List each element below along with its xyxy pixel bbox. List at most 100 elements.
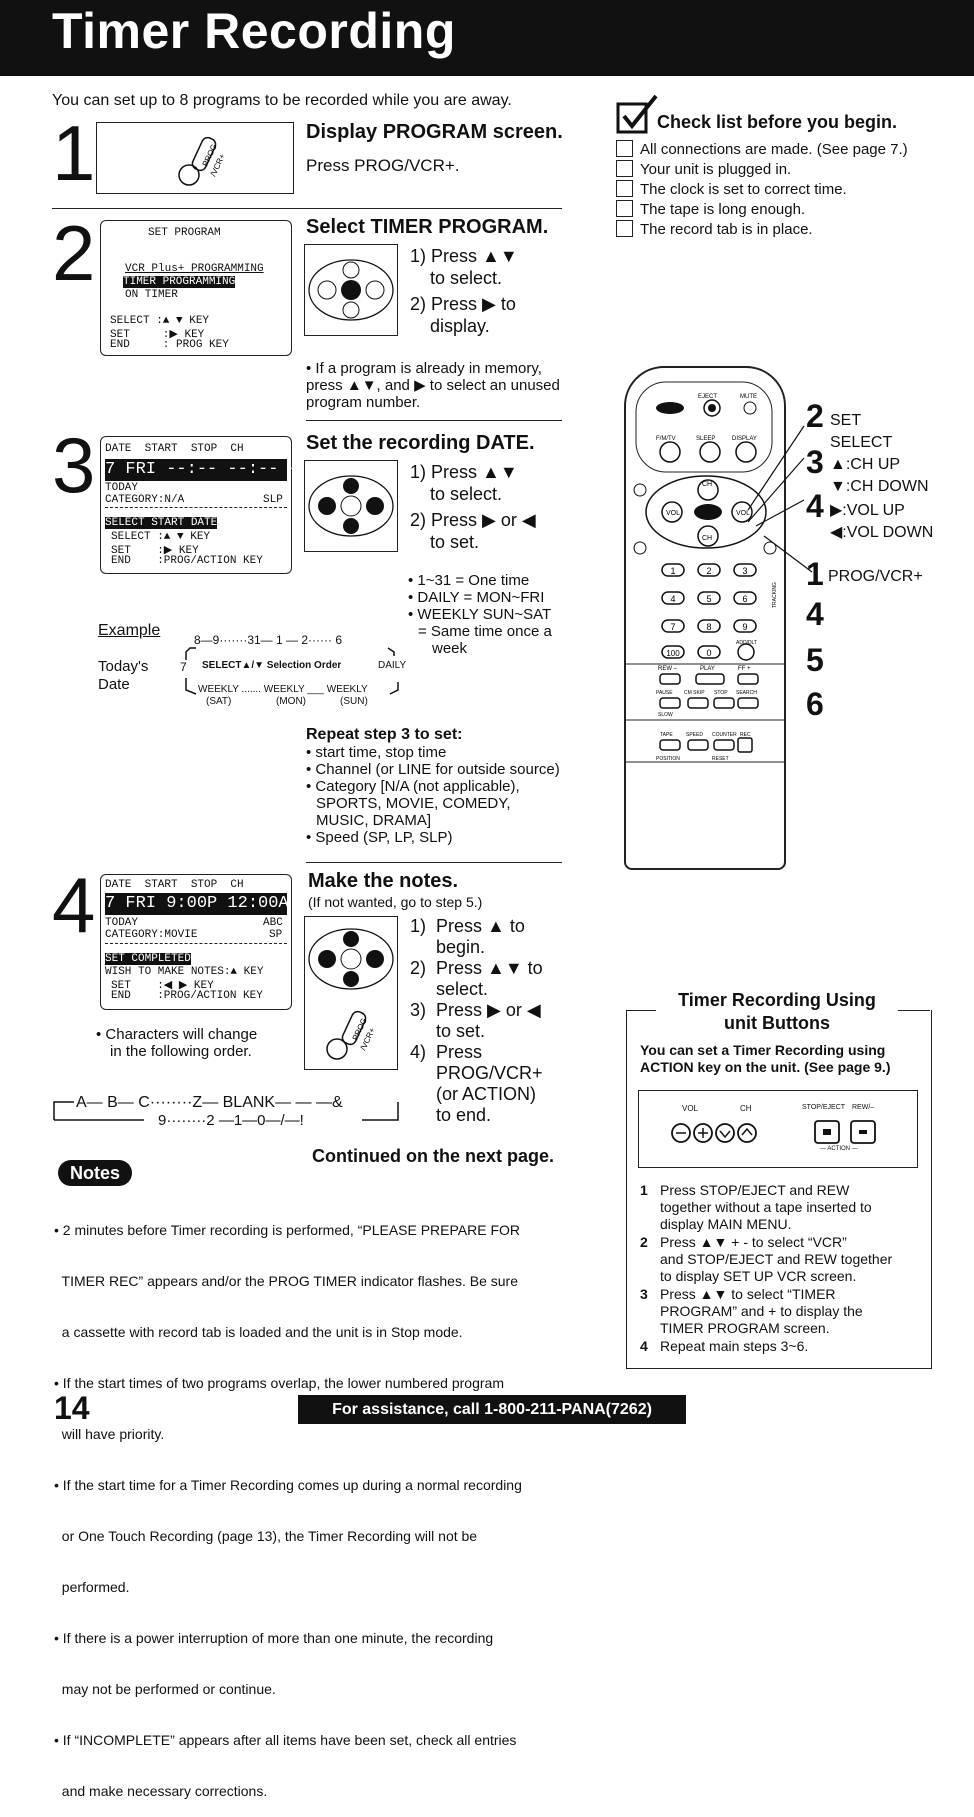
- checkmark-icon: [616, 94, 658, 134]
- date-option: • WEEKLY SUN~SAT: [408, 606, 552, 623]
- callout-lines: [747, 425, 813, 573]
- svg-text:1: 1: [670, 566, 675, 576]
- date-option: • DAILY = MON~FRI: [408, 589, 545, 606]
- note-line: performed.: [54, 1579, 130, 1595]
- screen-header: DATE START STOP CH: [105, 443, 244, 455]
- screen-today: TODAY: [105, 917, 139, 929]
- svg-text:DISPLAY: DISPLAY: [732, 436, 757, 442]
- step-2-instruction: display.: [430, 316, 490, 336]
- note-line: or One Touch Recording (page 13), the Ti…: [54, 1528, 478, 1544]
- unit-step-marker: 3: [640, 1286, 648, 1302]
- date-option: week: [432, 640, 468, 657]
- divider: [52, 208, 562, 209]
- screen-today: TODAY: [105, 482, 139, 494]
- unit-box-title: unit Buttons: [724, 1013, 830, 1033]
- step-4-instruction: to set.: [436, 1021, 486, 1041]
- screen-option-selected: TIMER PROGRAMMING: [123, 276, 236, 288]
- screen-speed: SLP: [263, 494, 283, 506]
- unit-step-text: TIMER PROGRAM screen.: [660, 1320, 830, 1336]
- svg-text:7: 7: [670, 622, 675, 632]
- unit-box-desc: ACTION key on the unit. (See page 9.): [640, 1059, 891, 1075]
- page-title: Timer Recording: [52, 3, 456, 59]
- step-4-instruction: 3) Press ▶ or ◀: [410, 1000, 541, 1020]
- checklist-item[interactable]: The clock is set to correct time.: [616, 180, 908, 200]
- unit-label-vol: VOL: [682, 1104, 699, 1113]
- step-3-number: 3: [52, 421, 96, 509]
- svg-text:9: 9: [742, 622, 747, 632]
- remote-label-set: SET: [830, 412, 862, 429]
- svg-text:MUTE: MUTE: [740, 394, 757, 400]
- step-2-instruction: 1) Press ▲▼: [410, 246, 518, 266]
- remote-step-2: 2: [806, 398, 824, 434]
- repeat-item: • Channel (or LINE for outside source): [306, 761, 560, 778]
- footer-bar: For assistance, call 1-800-211-PANA(7262…: [298, 1395, 686, 1424]
- remote-pad-icon: [308, 259, 394, 321]
- unit-buttons-box: [626, 1010, 932, 1369]
- step-4-instruction: 1) Press ▲ to: [410, 916, 525, 936]
- checkbox[interactable]: [616, 200, 633, 217]
- remote-body-drawing: 1 2 3 4 5 6 7 8 9 100 0 EJECT MUTE F/M/T…: [626, 381, 784, 763]
- example-sun: (SUN): [340, 696, 368, 707]
- svg-text:SLEEP: SLEEP: [696, 436, 715, 442]
- step-3-pad-icon: [304, 460, 398, 552]
- repeat-item: MUSIC, DRAMA]: [316, 812, 432, 829]
- step-4-instruction: begin.: [436, 937, 486, 957]
- checkbox[interactable]: [616, 160, 633, 177]
- step-1-text: Press PROG/VCR+.: [306, 156, 460, 175]
- example-daily: DAILY: [378, 660, 407, 671]
- checklist-item[interactable]: The tape is long enough.: [616, 200, 908, 220]
- unit-label-ch: CH: [740, 1104, 752, 1113]
- screen-key-help: WISH TO MAKE NOTES:▲ KEY: [105, 966, 264, 978]
- svg-text:CM SKIP: CM SKIP: [684, 690, 705, 696]
- svg-text:8: 8: [706, 622, 711, 632]
- step-3-screen: DATE START STOP CH 7 FRI --:-- --:-- -- …: [100, 436, 309, 574]
- checklist-item[interactable]: All connections are made. (See page 7.): [616, 140, 908, 160]
- svg-text:ADD/DLT: ADD/DLT: [736, 640, 757, 646]
- date-option: • 1~31 = One time: [408, 572, 530, 589]
- step-4-instruction: (or ACTION): [436, 1084, 537, 1104]
- screen-category: CATEGORY:MOVIE: [105, 929, 198, 941]
- step-4-number: 4: [52, 861, 96, 949]
- checkbox[interactable]: [616, 220, 633, 237]
- example-date: Date: [98, 676, 130, 693]
- checklist-item[interactable]: Your unit is plugged in.: [616, 160, 908, 180]
- screen-status: SET COMPLETED: [105, 953, 191, 965]
- svg-text:REW –: REW –: [658, 666, 678, 672]
- example-label: Example: [98, 622, 161, 639]
- unit-step-marker: 4: [640, 1338, 648, 1354]
- step-2-pad-icon: [304, 244, 398, 336]
- remote-step-4: 4: [806, 488, 824, 524]
- step-3-instruction: 2) Press ▶ or ◀: [410, 510, 536, 530]
- char-sequence-top: A— B— C········Z— BLANK— — —&: [76, 1094, 343, 1111]
- screen-divider: [105, 507, 287, 508]
- checklist-item-label: All connections are made. (See page 7.): [640, 141, 908, 158]
- screen-key-help: SET :▶ KEY: [111, 545, 199, 557]
- remote-control: 1 2 3 4 5 6 7 8 9 100 0 EJECT MUTE F/M/T…: [624, 366, 786, 870]
- note-line: will have priority.: [54, 1426, 165, 1442]
- step-2-title: Select TIMER PROGRAM.: [306, 216, 549, 238]
- step-1-title: Display PROGRAM screen.: [306, 121, 563, 143]
- example-today: 7: [180, 660, 187, 674]
- repeat-item: • Category [N/A (not applicable),: [306, 778, 520, 795]
- checkbox[interactable]: [616, 140, 633, 157]
- screen-status: SELECT START DATE: [105, 517, 218, 529]
- example-sat: (SAT): [206, 696, 232, 707]
- example-todays: Today's: [98, 658, 149, 675]
- note-line: and make necessary corrections.: [54, 1783, 268, 1799]
- screen-option: ON TIMER: [125, 289, 178, 301]
- checklist-item-label: The tape is long enough.: [640, 201, 806, 218]
- example-mon: (MON): [276, 696, 306, 707]
- unit-step-text: Press ▲▼ to select “TIMER: [660, 1286, 836, 1302]
- svg-text:4: 4: [670, 594, 675, 604]
- screen-heading: SET PROGRAM: [148, 227, 221, 239]
- repeat-item: SPORTS, MOVIE, COMEDY,: [316, 795, 511, 812]
- svg-text:100: 100: [666, 649, 680, 658]
- svg-text:POSITION: POSITION: [656, 756, 680, 762]
- remote-step-1: 1: [806, 556, 824, 592]
- char-sequence-bottom: 9········2 —1—0—/—!: [158, 1112, 304, 1129]
- unit-box-desc: You can set a Timer Recording using: [640, 1042, 886, 1058]
- svg-text:EJECT: EJECT: [698, 394, 717, 400]
- step-1-illustration: PROG /VCR+: [96, 122, 294, 194]
- checkbox[interactable]: [616, 180, 633, 197]
- checklist-item[interactable]: The record tab is in place.: [616, 220, 908, 240]
